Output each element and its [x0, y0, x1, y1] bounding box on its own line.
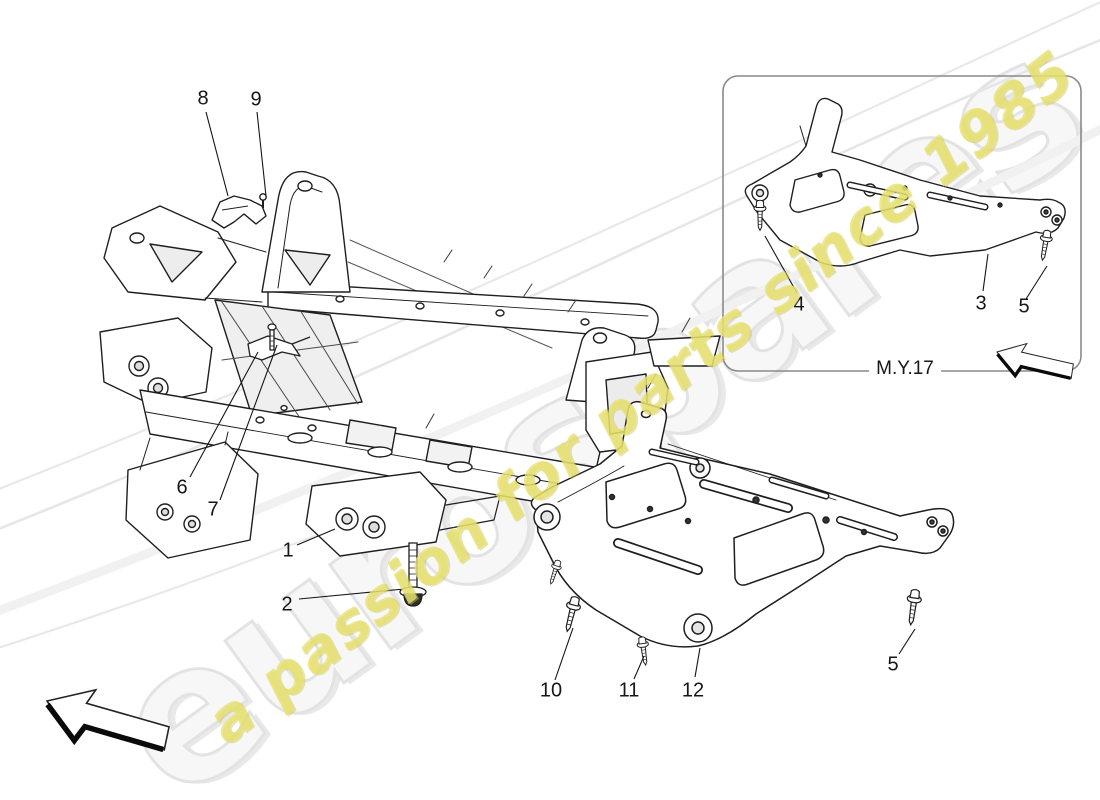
long-bolt-icon: [399, 542, 427, 607]
callout-5-plate: 5: [887, 653, 899, 676]
callout-3: 3: [975, 292, 987, 315]
inset-skid-plate-drawing: [744, 97, 1066, 267]
callout-5-inset: 5: [1018, 295, 1030, 318]
callout-10: 10: [539, 679, 563, 702]
inset-direction-arrow-icon: [989, 332, 1079, 397]
screw-9-icon: [259, 193, 267, 208]
callout-8: 8: [197, 87, 209, 110]
callout-7: 7: [207, 498, 219, 521]
main-direction-arrow-icon: [37, 674, 175, 776]
callout-9: 9: [250, 88, 262, 111]
callout-12: 12: [681, 679, 705, 702]
callout-6: 6: [176, 476, 188, 499]
front-chassis-drawing: [99, 170, 721, 559]
leader-lines: [189, 111, 1048, 681]
inset-model-year-label: M.Y.17: [869, 358, 941, 380]
small-bracket-and-bolt-drawing: [247, 323, 311, 361]
callout-11: 11: [618, 679, 640, 702]
callout-4: 4: [793, 293, 805, 316]
callout-1: 1: [282, 539, 294, 562]
skid-plate-drawing: [530, 400, 955, 648]
mounting-bracket-drawing: [211, 193, 267, 229]
callout-2: 2: [281, 593, 293, 616]
